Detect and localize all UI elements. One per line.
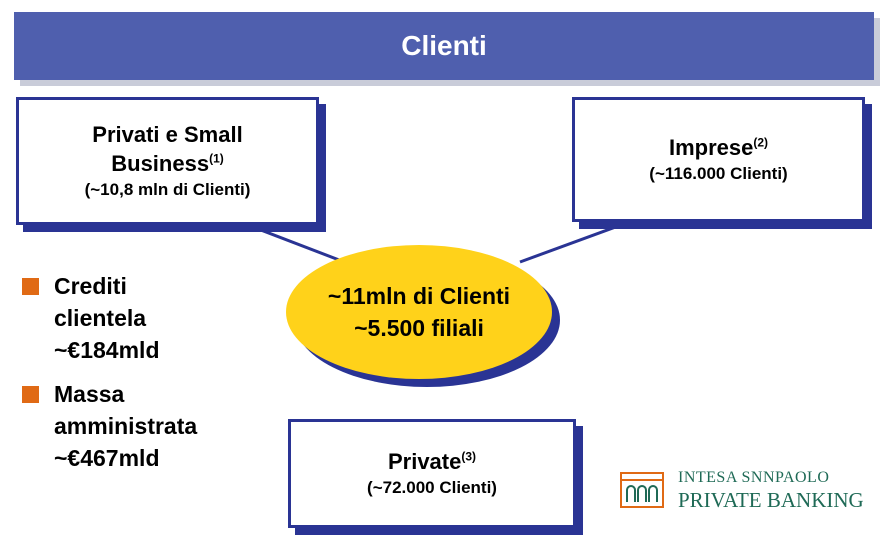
segment-private-title: Private(3) bbox=[387, 449, 477, 474]
segment-privati-title: Privati e Small Business(1) bbox=[92, 122, 243, 176]
logo-line1: INTESA SNNPAOLO bbox=[678, 469, 830, 486]
bullet-list: Crediti clientela ~€184mld Massa amminis… bbox=[22, 270, 277, 486]
segment-private-box: Private(3) (~72.000 Clienti) bbox=[288, 419, 576, 528]
segment-private-footnote: (3) bbox=[461, 449, 477, 464]
bullet-item: Crediti clientela ~€184mld bbox=[22, 270, 277, 366]
segment-private-subtitle: (~72.000 Clienti) bbox=[367, 478, 497, 497]
segment-privati-box: Privati e Small Business(1) (~10,8 mln d… bbox=[16, 97, 319, 225]
intesa-private-banking-logo: INTESA SNNPAOLO PRIVATE BANKING bbox=[620, 468, 864, 512]
connector-imprese bbox=[519, 216, 641, 264]
bullet-item: Massa amministrata ~€467mld bbox=[22, 378, 277, 474]
bullet-square-icon bbox=[22, 278, 39, 295]
logo-line2: PRIVATE BANKING bbox=[678, 488, 864, 512]
center-branches: ~5.500 filiali bbox=[354, 315, 484, 341]
center-ellipse: ~11mln di Clienti ~5.500 filiali bbox=[286, 245, 552, 379]
logo-arches-icon bbox=[620, 472, 664, 508]
center-clients: ~11mln di Clienti bbox=[327, 283, 511, 309]
segment-privati-footnote: (1) bbox=[209, 151, 224, 166]
segment-imprese-footnote: (2) bbox=[753, 135, 769, 150]
bullet-crediti: Crediti clientela ~€184mld bbox=[54, 273, 160, 363]
bullet-massa: Massa amministrata ~€467mld bbox=[54, 381, 198, 471]
segment-imprese-subtitle: (~116.000 Clienti) bbox=[649, 164, 788, 183]
segment-privati-subtitle: (~10,8 mln di Clienti) bbox=[84, 180, 251, 199]
segment-imprese-box: Imprese(2) (~116.000 Clienti) bbox=[572, 97, 865, 222]
bullet-square-icon bbox=[22, 386, 39, 403]
header-banner: Clienti bbox=[14, 12, 874, 80]
header-title: Clienti bbox=[401, 30, 487, 61]
segment-imprese-title: Imprese(2) bbox=[668, 135, 769, 160]
